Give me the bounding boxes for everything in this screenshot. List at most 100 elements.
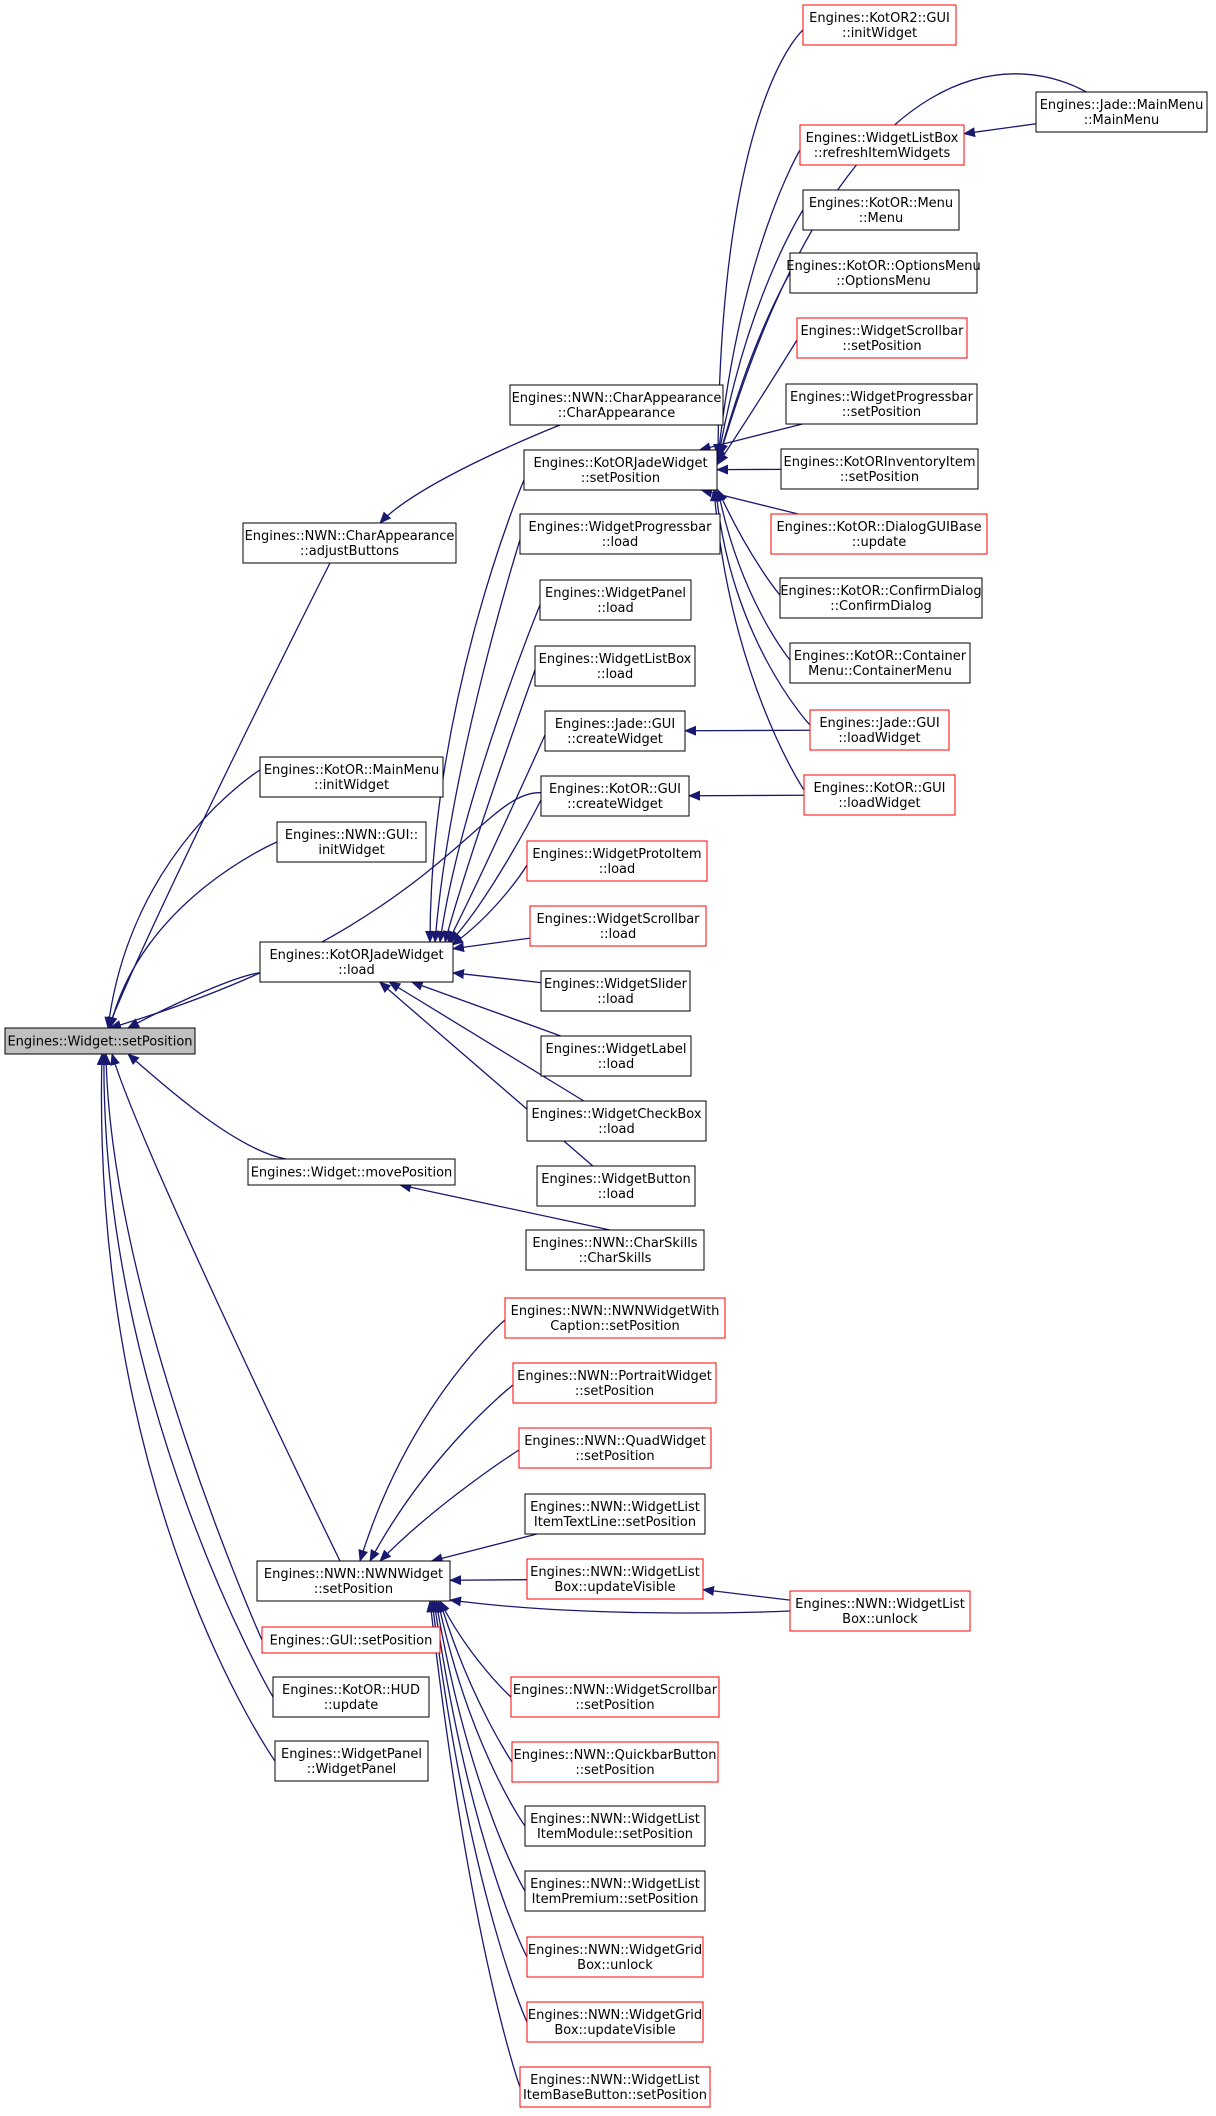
node-box-progressbar_load[interactable] [519, 513, 721, 555]
node-nwnwidget_setpos[interactable]: Engines::NWN::NWNWidget::setPosition [256, 1560, 451, 1602]
node-gridbox_updatevis[interactable]: Engines::NWN::WidgetGridBox::updateVisib… [526, 2001, 704, 2043]
node-protoitem_load[interactable]: Engines::WidgetProtoItem::load [526, 840, 708, 882]
node-box-listbox_load[interactable] [534, 645, 696, 687]
node-box-jade_gui_load[interactable] [809, 709, 950, 751]
node-box-nwnwidgetcaption_setpos[interactable] [504, 1297, 726, 1339]
node-box-root[interactable] [4, 1027, 196, 1055]
node-box-quickbar_setpos[interactable] [511, 1741, 719, 1783]
node-box-nwnlistbox_unlock[interactable] [789, 1590, 971, 1632]
node-box-gridbox_updatevis[interactable] [526, 2001, 704, 2043]
node-box-kotorjade_load[interactable] [259, 941, 454, 983]
node-box-listitemmodule_setpos[interactable] [524, 1805, 706, 1847]
node-box-scrollbar_setpos[interactable] [796, 317, 968, 359]
node-jade_mainmenu_ctor[interactable]: Engines::Jade::MainMenu::MainMenu [1035, 91, 1208, 133]
node-nwnscrollbar_setpos[interactable]: Engines::NWN::WidgetScrollbar::setPositi… [510, 1676, 720, 1718]
node-kotorjade_load[interactable]: Engines::KotORJadeWidget::load [259, 941, 454, 983]
node-widget_move[interactable]: Engines::Widget::movePosition [247, 1158, 456, 1186]
node-progressbar_load[interactable]: Engines::WidgetProgressbar::load [519, 513, 721, 555]
node-box-listitempremium_setpos[interactable] [524, 1870, 706, 1912]
node-box-widgetpanel_ctor[interactable] [274, 1740, 429, 1782]
node-containermenu_ctor[interactable]: Engines::KotOR::ContainerMenu::Container… [789, 642, 971, 684]
node-box-charapp_adjust[interactable] [242, 522, 457, 564]
node-charapp_ctor[interactable]: Engines::NWN::CharAppearance::CharAppear… [509, 384, 724, 426]
node-box-charskills_ctor[interactable] [525, 1229, 705, 1271]
node-box-jade_gui_create[interactable] [544, 710, 686, 752]
node-box-panel_load[interactable] [539, 579, 692, 621]
node-label_load[interactable]: Engines::WidgetLabel::load [540, 1035, 692, 1077]
node-portrait_setpos[interactable]: Engines::NWN::PortraitWidget::setPositio… [512, 1362, 717, 1404]
node-box-button_load[interactable] [536, 1165, 696, 1207]
node-box-gui_setpos[interactable] [261, 1626, 441, 1654]
node-kotor_gui_load[interactable]: Engines::KotOR::GUI::loadWidget [803, 774, 956, 816]
node-progressbar_setpos[interactable]: Engines::WidgetProgressbar::setPosition [785, 383, 978, 425]
node-dialoggui_update[interactable]: Engines::KotOR::DialogGUIBase::update [770, 513, 988, 555]
node-widgetpanel_ctor[interactable]: Engines::WidgetPanel::WidgetPanel [274, 1740, 429, 1782]
node-box-kotor_mainmenu_init[interactable] [259, 756, 444, 798]
node-optionsmenu_ctor[interactable]: Engines::KotOR::OptionsMenu::OptionsMenu [786, 252, 981, 294]
node-box-gridbox_unlock[interactable] [526, 1936, 704, 1978]
node-box-nwnwidget_setpos[interactable] [256, 1560, 451, 1602]
node-box-progressbar_setpos[interactable] [785, 383, 978, 425]
node-box-kotorjade_setpos[interactable] [523, 449, 718, 491]
node-box-kotor2_gui_init[interactable] [802, 4, 957, 46]
node-panel_load[interactable]: Engines::WidgetPanel::load [539, 579, 692, 621]
node-listitempremium_setpos[interactable]: Engines::NWN::WidgetListItemPremium::set… [524, 1870, 706, 1912]
node-box-listitemtextline_setpos[interactable] [524, 1493, 706, 1535]
node-gui_setpos[interactable]: Engines::GUI::setPosition [261, 1626, 441, 1654]
node-kotor_hud_update[interactable]: Engines::KotOR::HUD::update [272, 1676, 430, 1718]
node-box-kotor_hud_update[interactable] [272, 1676, 430, 1718]
node-charapp_adjust[interactable]: Engines::NWN::CharAppearance::adjustButt… [242, 522, 457, 564]
node-box-dialoggui_update[interactable] [770, 513, 988, 555]
node-nwnlistbox_updatevis[interactable]: Engines::NWN::WidgetListBox::updateVisib… [526, 1558, 704, 1600]
node-box-quad_setpos[interactable] [518, 1427, 712, 1469]
node-box-listitembasebutton_setpos[interactable] [519, 2066, 711, 2108]
node-box-nwnscrollbar_setpos[interactable] [510, 1676, 720, 1718]
node-listitembasebutton_setpos[interactable]: Engines::NWN::WidgetListItemBaseButton::… [519, 2066, 711, 2108]
node-box-kotor_menu_ctor[interactable] [802, 189, 960, 231]
node-box-listbox_refresh[interactable] [799, 124, 965, 166]
node-box-kotor_gui_load[interactable] [803, 774, 956, 816]
node-button_load[interactable]: Engines::WidgetButton::load [536, 1165, 696, 1207]
node-scrollbar_setpos[interactable]: Engines::WidgetScrollbar::setPosition [796, 317, 968, 359]
node-charskills_ctor[interactable]: Engines::NWN::CharSkills::CharSkills [525, 1229, 705, 1271]
node-listitemmodule_setpos[interactable]: Engines::NWN::WidgetListItemModule::setP… [524, 1805, 706, 1847]
node-slider_load[interactable]: Engines::WidgetSlider::load [540, 970, 691, 1012]
node-box-scrollbar_load[interactable] [529, 905, 707, 947]
node-box-nwnlistbox_updatevis[interactable] [526, 1558, 704, 1600]
node-kotor_mainmenu_init[interactable]: Engines::KotOR::MainMenu::initWidget [259, 756, 444, 798]
node-kotorjade_setpos[interactable]: Engines::KotORJadeWidget::setPosition [523, 449, 718, 491]
node-invitem_setpos[interactable]: Engines::KotORInventoryItem::setPosition [780, 448, 979, 490]
node-box-confirmdialog_ctor[interactable] [779, 577, 983, 619]
node-box-charapp_ctor[interactable] [509, 384, 724, 426]
node-box-invitem_setpos[interactable] [780, 448, 979, 490]
node-quickbar_setpos[interactable]: Engines::NWN::QuickbarButton::setPositio… [511, 1741, 719, 1783]
node-scrollbar_load[interactable]: Engines::WidgetScrollbar::load [529, 905, 707, 947]
node-box-jade_mainmenu_ctor[interactable] [1035, 91, 1208, 133]
node-quad_setpos[interactable]: Engines::NWN::QuadWidget::setPosition [518, 1427, 712, 1469]
node-nwnlistbox_unlock[interactable]: Engines::NWN::WidgetListBox::unlock [789, 1590, 971, 1632]
node-box-portrait_setpos[interactable] [512, 1362, 717, 1404]
node-nwn_gui_init[interactable]: Engines::NWN::GUI::initWidget [276, 821, 427, 863]
node-kotor_gui_create[interactable]: Engines::KotOR::GUI::createWidget [540, 775, 690, 817]
node-kotor_menu_ctor[interactable]: Engines::KotOR::Menu::Menu [802, 189, 960, 231]
node-checkbox_load[interactable]: Engines::WidgetCheckBox::load [526, 1100, 707, 1142]
node-box-slider_load[interactable] [540, 970, 691, 1012]
node-nwnwidgetcaption_setpos[interactable]: Engines::NWN::NWNWidgetWithCaption::setP… [504, 1297, 726, 1339]
node-box-optionsmenu_ctor[interactable] [789, 252, 978, 294]
node-jade_gui_create[interactable]: Engines::Jade::GUI::createWidget [544, 710, 686, 752]
node-listitemtextline_setpos[interactable]: Engines::NWN::WidgetListItemTextLine::se… [524, 1493, 706, 1535]
node-listbox_refresh[interactable]: Engines::WidgetListBox::refreshItemWidge… [799, 124, 965, 166]
node-box-kotor_gui_create[interactable] [540, 775, 690, 817]
node-box-checkbox_load[interactable] [526, 1100, 707, 1142]
node-box-label_load[interactable] [540, 1035, 692, 1077]
node-listbox_load[interactable]: Engines::WidgetListBox::load [534, 645, 696, 687]
node-kotor2_gui_init[interactable]: Engines::KotOR2::GUI::initWidget [802, 4, 957, 46]
node-box-protoitem_load[interactable] [526, 840, 708, 882]
node-jade_gui_load[interactable]: Engines::Jade::GUI::loadWidget [809, 709, 950, 751]
node-box-containermenu_ctor[interactable] [789, 642, 971, 684]
node-confirmdialog_ctor[interactable]: Engines::KotOR::ConfirmDialog::ConfirmDi… [779, 577, 983, 619]
node-box-widget_move[interactable] [247, 1158, 456, 1186]
node-root[interactable]: Engines::Widget::setPosition [4, 1027, 196, 1055]
node-box-nwn_gui_init[interactable] [276, 821, 427, 863]
